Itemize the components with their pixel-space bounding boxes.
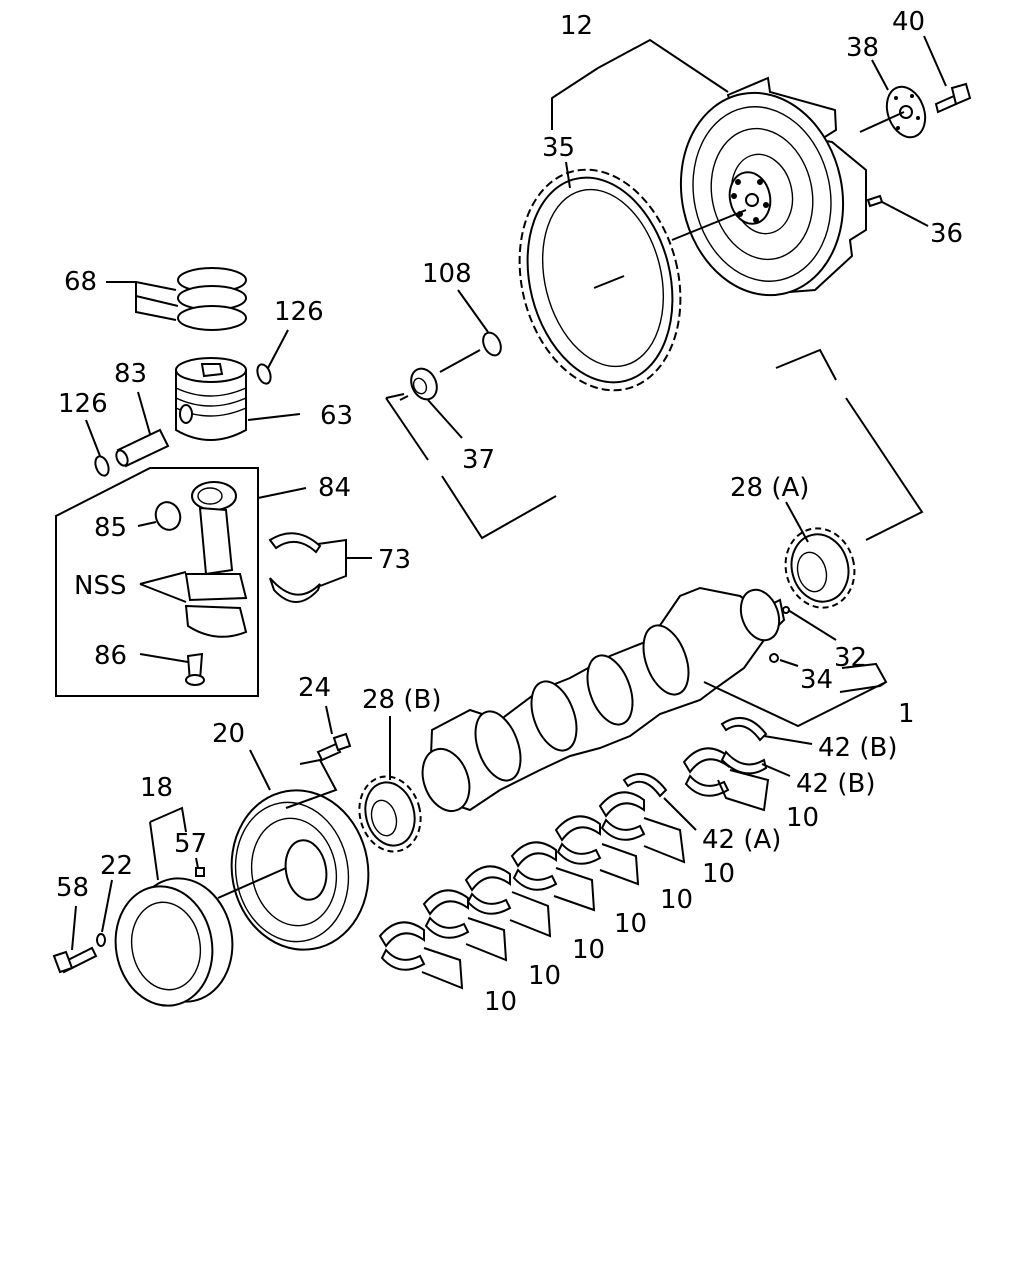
- damper-pulley-drawing: [230, 789, 370, 951]
- label-126-right: 126: [274, 297, 324, 327]
- connecting-rod-drawing: [154, 481, 248, 686]
- flywheel-bolt-drawing: [934, 82, 972, 114]
- label-35: 35: [542, 133, 575, 163]
- label-10-d: 10: [614, 909, 647, 939]
- label-34: 34: [800, 665, 833, 695]
- snap-ring-126-right: [256, 363, 272, 385]
- label-28a: 28 (A): [730, 473, 809, 503]
- connecting-rod-frame: [55, 467, 259, 697]
- snap-ring-108: [482, 331, 502, 357]
- snap-ring-126-left: [94, 455, 110, 477]
- label-42b-upper: 42 (B): [818, 733, 897, 763]
- pilot-bearing-drawing: [410, 367, 438, 401]
- label-1: 1: [898, 699, 915, 729]
- gear-28a-drawing: [784, 527, 856, 609]
- piston-drawing: [175, 357, 247, 441]
- pulley-bolt-58-drawing: [52, 946, 98, 974]
- label-73: 73: [378, 545, 411, 575]
- dowel-pin-36: [866, 194, 884, 208]
- label-10-a: 10: [786, 803, 819, 833]
- washer-22: [96, 933, 106, 947]
- label-108: 108: [422, 259, 472, 289]
- rod-bearing-shells-drawing: [268, 532, 322, 603]
- label-86: 86: [94, 641, 127, 671]
- label-12: 12: [560, 11, 593, 41]
- label-10-b: 10: [702, 859, 735, 889]
- thrust-washers-drawing: [622, 716, 768, 798]
- label-37: 37: [462, 445, 495, 475]
- part-labels: 12 40 38 35 36 68 108 126 83 126 63 37 8…: [56, 7, 963, 1017]
- ring-gear-drawing: [518, 168, 682, 392]
- label-38: 38: [846, 33, 879, 63]
- label-10-e: 10: [572, 935, 605, 965]
- label-20: 20: [212, 719, 245, 749]
- label-85: 85: [94, 513, 127, 543]
- label-18: 18: [140, 773, 173, 803]
- label-42a: 42 (A): [702, 825, 781, 855]
- piston-pin-drawing: [115, 428, 170, 468]
- label-83: 83: [114, 359, 147, 389]
- label-28b: 28 (B): [362, 685, 441, 715]
- label-126-left: 126: [58, 389, 108, 419]
- pulley-drawing: [114, 877, 234, 1007]
- label-nss: NSS: [74, 571, 126, 601]
- label-32: 32: [834, 643, 867, 673]
- label-10-g: 10: [484, 987, 517, 1017]
- label-24: 24: [298, 673, 331, 703]
- piston-rings-drawing: [177, 267, 247, 331]
- crankshaft-drawing: [421, 586, 790, 812]
- label-42b-lower: 42 (B): [796, 769, 875, 799]
- label-10-f: 10: [528, 961, 561, 991]
- bolt-24-drawing: [316, 732, 352, 762]
- flywheel-plate-drawing: [885, 85, 927, 139]
- label-40: 40: [892, 7, 925, 37]
- key-57: [195, 867, 205, 877]
- leader-lines: [71, 35, 947, 990]
- flywheel-drawing: [679, 76, 867, 297]
- label-84: 84: [318, 473, 351, 503]
- label-10-c: 10: [660, 885, 693, 915]
- label-68: 68: [64, 267, 97, 297]
- label-36: 36: [930, 219, 963, 249]
- main-bearing-shells-drawing: [378, 747, 730, 971]
- label-63: 63: [320, 401, 353, 431]
- label-22: 22: [100, 851, 133, 881]
- label-57: 57: [174, 829, 207, 859]
- gear-28b-drawing: [358, 775, 422, 853]
- label-58: 58: [56, 873, 89, 903]
